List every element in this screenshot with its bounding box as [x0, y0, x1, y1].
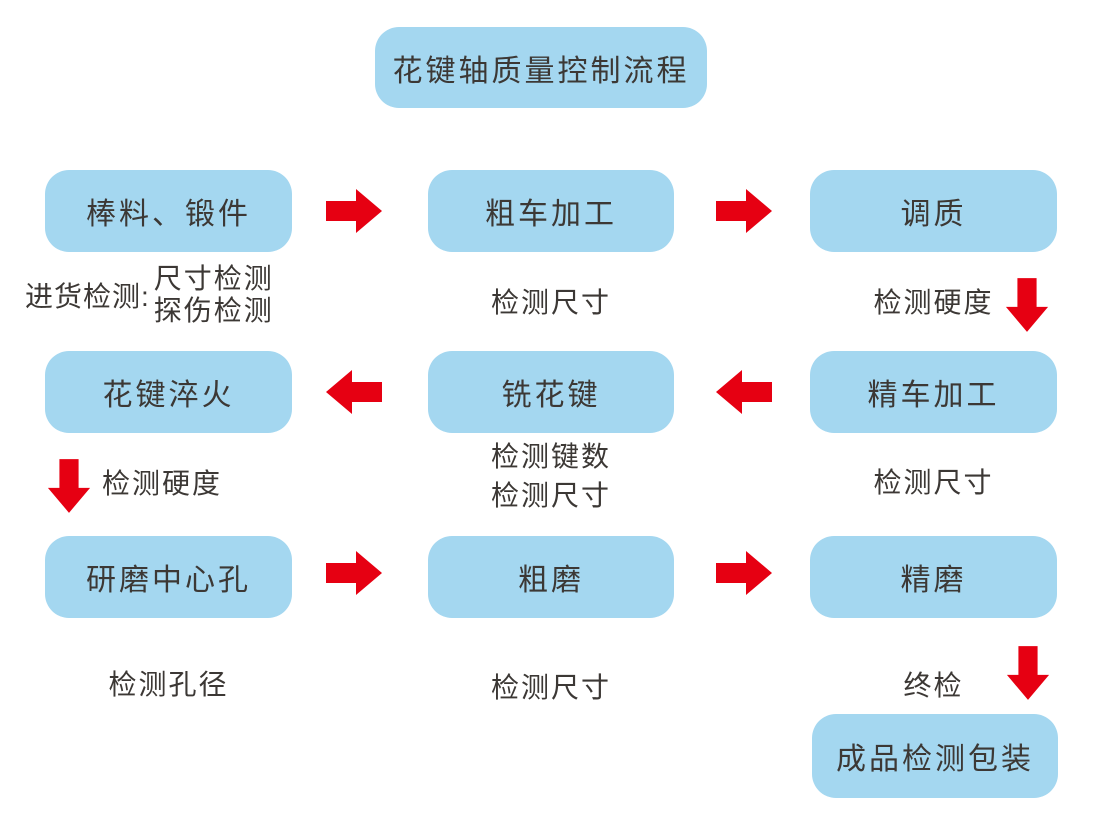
step-box-final-packaging: 成品检测包装 [812, 714, 1058, 798]
check-inspect-hardness: 检测硬度 [873, 287, 994, 318]
check-dimension-inspection: 尺寸检测 [153, 263, 274, 294]
check-incoming-label: 进货检测: [25, 281, 150, 312]
step-box-fine-grinding: 精磨 [810, 536, 1057, 618]
arrow-right-icon [326, 187, 382, 235]
step-label: 研磨中心孔 [86, 564, 251, 597]
check-inspect-dimensions: 检测尺寸 [490, 480, 611, 511]
step-label: 成品检测包装 [836, 743, 1034, 776]
arrow-left-icon [716, 368, 772, 416]
step-box-finish-turning: 精车加工 [810, 351, 1057, 433]
arrow-down-icon [1005, 645, 1051, 701]
check-inspect-key-count: 检测键数 [490, 441, 611, 472]
step-label: 调质 [900, 198, 967, 231]
arrow-right-icon [716, 549, 772, 597]
check-spline-milling-group: 检测键数 检测尺寸 [428, 441, 674, 511]
check-flaw-inspection: 探伤检测 [153, 295, 274, 326]
step-label: 精磨 [900, 564, 967, 597]
arrow-right-icon [716, 187, 772, 235]
step-label: 铣花键 [501, 379, 601, 412]
check-incoming-inspection: 进货检测: 尺寸检测 探伤检测 [25, 263, 274, 327]
check-inspect-hole-diameter: 检测孔径 [108, 669, 229, 700]
step-label: 精车加工 [867, 379, 1000, 412]
arrow-down-icon [1004, 277, 1050, 333]
check-inspect-hardness: 检测硬度 [102, 468, 223, 499]
step-box-spline-quenching: 花键淬火 [45, 351, 292, 433]
check-inspect-dimensions: 检测尺寸 [490, 672, 611, 703]
step-label: 棒料、锻件 [86, 198, 251, 231]
arrow-left-icon [326, 368, 382, 416]
step-box-rough-grinding: 粗磨 [428, 536, 674, 618]
arrow-down-icon [46, 458, 92, 514]
step-box-raw-material: 棒料、锻件 [45, 170, 292, 252]
check-inspect-dimensions: 检测尺寸 [873, 467, 994, 498]
step-box-quench-and-temper: 调质 [810, 170, 1057, 252]
step-label: 粗磨 [518, 564, 584, 597]
step-box-center-hole-grinding: 研磨中心孔 [45, 536, 292, 618]
page-title: 花键轴质量控制流程 [392, 54, 690, 88]
arrow-right-icon [326, 549, 382, 597]
step-label: 粗车加工 [485, 198, 617, 231]
step-box-rough-turning: 粗车加工 [428, 170, 674, 252]
step-label: 花键淬火 [102, 379, 235, 412]
check-incoming-lines: 尺寸检测 探伤检测 [154, 263, 274, 327]
check-inspect-dimensions: 检测尺寸 [490, 287, 611, 318]
title-box: 花键轴质量控制流程 [375, 27, 707, 108]
step-box-spline-milling: 铣花键 [428, 351, 674, 433]
check-final-inspection: 终检 [903, 670, 964, 701]
